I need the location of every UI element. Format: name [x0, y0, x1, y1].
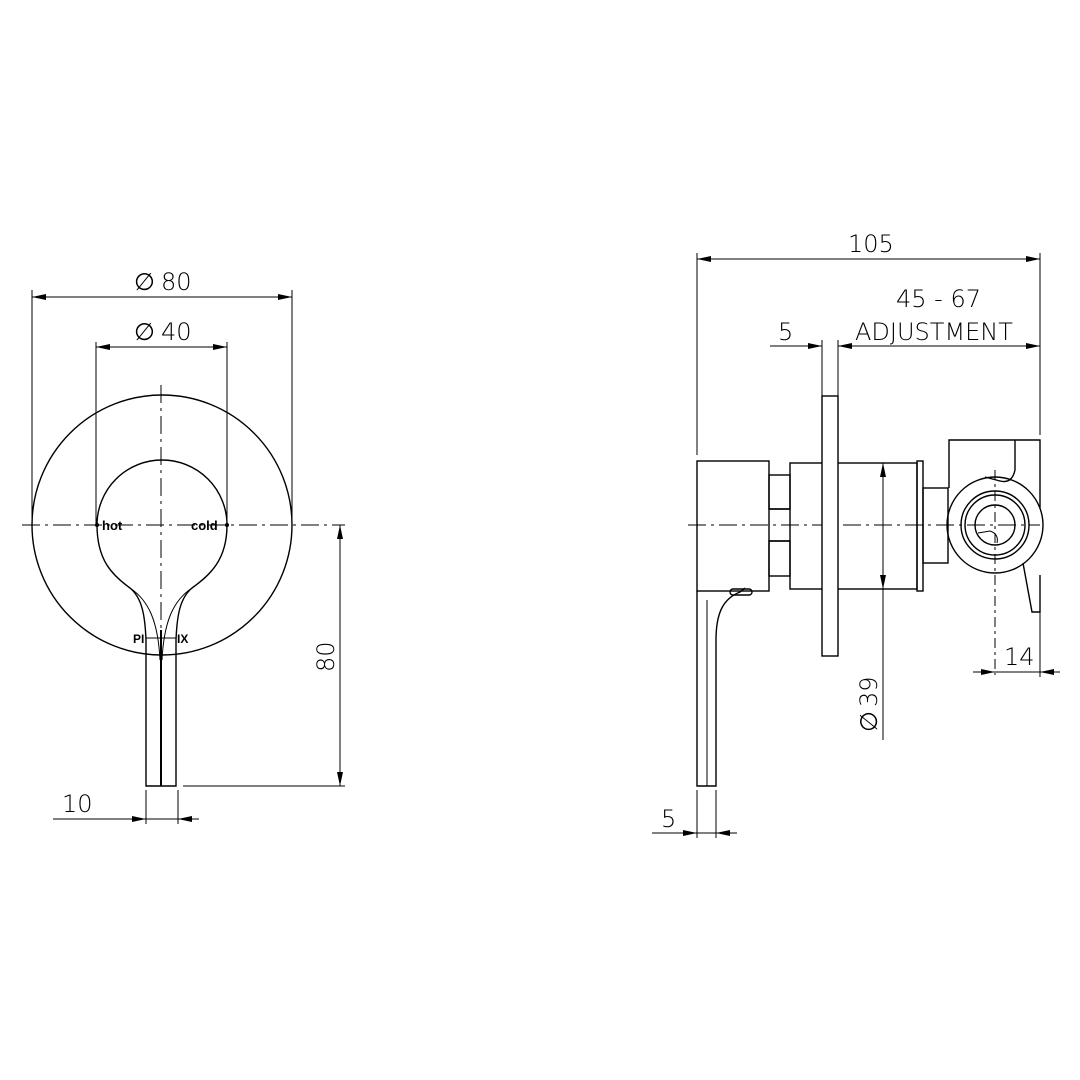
arrowhead	[808, 343, 822, 349]
lever-thickness-value: 5	[661, 805, 676, 833]
lever-inner-curve-left	[129, 587, 161, 661]
arrowhead	[981, 669, 995, 675]
arrowhead	[178, 816, 192, 822]
lever-blade-side	[696, 587, 746, 787]
handle-cap	[696, 460, 770, 592]
sleeve-flange	[916, 460, 924, 592]
lever-pin	[729, 588, 753, 596]
arrowhead	[716, 830, 730, 836]
valve-neck	[922, 487, 949, 564]
arrowhead	[683, 830, 697, 836]
hot-label: hot	[102, 518, 123, 533]
outer-diameter-value: 80	[161, 268, 192, 296]
arrowhead	[132, 816, 146, 822]
arrowhead	[278, 294, 292, 300]
arrowhead	[880, 575, 886, 589]
brand-text-left: PI	[133, 632, 144, 646]
lever-head-outline	[96, 459, 228, 787]
arrowhead	[838, 343, 852, 349]
arrowhead	[96, 344, 110, 350]
lever-inner-curve-right	[161, 587, 193, 661]
arrowhead	[880, 463, 886, 477]
plate-thickness-value: 5	[778, 318, 793, 346]
cold-label: cold	[191, 518, 218, 533]
diameter-symbol: ∅	[134, 268, 155, 296]
dim-outer-diameter: ∅ 80	[134, 268, 192, 296]
dim-body-diameter: ∅ 39	[855, 676, 883, 732]
lever-width-value: 10	[62, 790, 93, 818]
connector-ring	[768, 474, 791, 510]
inner-diameter-value: 40	[161, 318, 192, 346]
arrowhead	[32, 294, 46, 300]
front-view: hot cold PI IX ∅ 80 ∅ 40 80	[22, 268, 345, 824]
arrowhead	[337, 772, 343, 786]
arrowhead	[1040, 669, 1054, 675]
arrowhead	[213, 344, 227, 350]
adjustment-range-value: 45 - 67	[896, 285, 981, 313]
lever-height-value: 80	[312, 641, 340, 672]
connector-ring	[768, 540, 791, 577]
brand-text-right: IX	[177, 632, 188, 646]
valve-port-detail	[977, 530, 998, 544]
side-view: 105 45 - 67 ADJUSTMENT 5 ∅ 39 14	[652, 230, 1060, 838]
arrowhead	[1026, 256, 1040, 262]
adjustment-label: ADJUSTMENT	[855, 318, 1013, 346]
dim-inner-diameter: ∅ 40	[134, 318, 192, 346]
arrowhead	[337, 525, 343, 539]
arrowhead	[1026, 343, 1040, 349]
valve-tab	[1022, 562, 1041, 613]
overall-length-value: 105	[848, 230, 894, 258]
diameter-symbol: ∅	[134, 318, 155, 346]
outlet-offset-value: 14	[1004, 643, 1035, 671]
sleeve-body	[789, 462, 918, 590]
body-diameter-value: 39	[855, 676, 883, 707]
arrowhead	[697, 256, 711, 262]
wall-plate	[821, 395, 839, 657]
diameter-symbol: ∅	[855, 711, 883, 732]
